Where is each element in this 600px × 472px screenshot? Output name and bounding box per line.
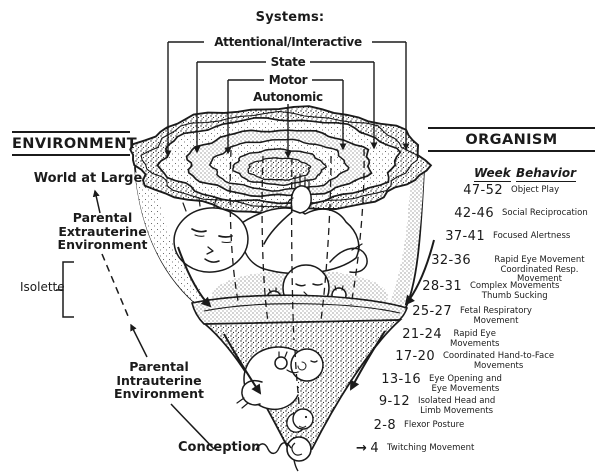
- intrauterine-environment-label: Parental Intrauterine Environment: [114, 359, 204, 401]
- organism-row-behavior: Twitching Movement: [387, 443, 475, 453]
- organism-row-week: 17-20: [395, 349, 435, 364]
- organism-row-week: →4: [356, 441, 379, 456]
- conception-label: Conception: [178, 440, 261, 455]
- organism-row-week: 25-27: [412, 304, 452, 319]
- organism-row-behavior: Rapid Eye Movements: [450, 329, 500, 349]
- organism-row-behavior: Complex Movements Thumb Sucking: [470, 281, 560, 301]
- organism-row-week: 28-31: [422, 279, 462, 294]
- system-label-motor: Motor: [268, 73, 308, 87]
- organism-row-behavior: Social Reciprocation: [502, 208, 588, 218]
- isolette-bracket: [56, 261, 74, 318]
- organism-row-behavior: Coordinated Hand-to-Face Movements: [443, 351, 555, 371]
- organism-row-week: 21-24: [402, 327, 442, 342]
- extrauterine-environment-label: Parental Extrauterine Environment: [57, 210, 148, 252]
- world-at-large-label: World at Large: [33, 171, 143, 186]
- dashed-transition-line: [101, 253, 129, 317]
- organism-row-week: 9-12: [378, 394, 410, 409]
- organism-row-behavior: Focused Alertness: [493, 231, 571, 241]
- conceptus-figure: [286, 436, 312, 472]
- organism-row-week: 13-16: [381, 372, 421, 387]
- organism-row-behavior: Object Play: [511, 185, 560, 195]
- right-arrow-icon: →: [356, 441, 368, 456]
- ring-6: [247, 157, 312, 181]
- system-label-state: State: [270, 55, 306, 69]
- organism-row-week: 2-8: [373, 418, 396, 433]
- behavior-column-header: Behavior: [516, 166, 577, 182]
- ring-1: [140, 110, 419, 208]
- arrow-to-world-at-large: [92, 189, 101, 214]
- infant-figure: [173, 173, 368, 275]
- system-brackets: [164, 41, 410, 159]
- environment-connectors: [56, 189, 292, 455]
- organism-header: ORGANISM: [428, 127, 595, 152]
- small-fetus-figure: [286, 408, 314, 433]
- conception-leader-line: [170, 403, 215, 450]
- organism-row-behavior: Eye Opening and Eye Movements: [429, 374, 502, 394]
- flow-arrow-right: [404, 239, 435, 306]
- dashed-meridians: [229, 148, 365, 405]
- arrow-from-intrauterine: [130, 323, 148, 358]
- flow-arrow-left: [177, 246, 212, 308]
- lower-cone: [202, 319, 403, 472]
- systems-title: Systems:: [255, 10, 325, 25]
- environment-header: ENVIRONMENT: [12, 131, 137, 156]
- system-label-attentional-interactive: Attentional/Interactive: [214, 35, 362, 49]
- conception-squiggle: [255, 442, 292, 455]
- week-column-header: Week: [474, 166, 511, 182]
- organism-row-week: 42-46: [454, 206, 494, 221]
- spiral-rings: [129, 105, 433, 215]
- isolette-label: Isolette: [20, 280, 65, 294]
- system-label-autonomic: Autonomic: [253, 90, 323, 104]
- organism-row-behavior: Fetal Respiratory Movement: [460, 306, 532, 326]
- organism-row-week: 32-36: [431, 253, 471, 268]
- organism-row-behavior: Rapid Eye Movement Coordinated Resp. Mov…: [494, 255, 585, 284]
- organism-row-week: 37-41: [445, 229, 485, 244]
- organism-row-behavior: Isolated Head and Limb Movements: [418, 396, 496, 416]
- organism-row-week: 47-52: [463, 183, 503, 198]
- organism-row-behavior: Flexor Posture: [404, 420, 465, 430]
